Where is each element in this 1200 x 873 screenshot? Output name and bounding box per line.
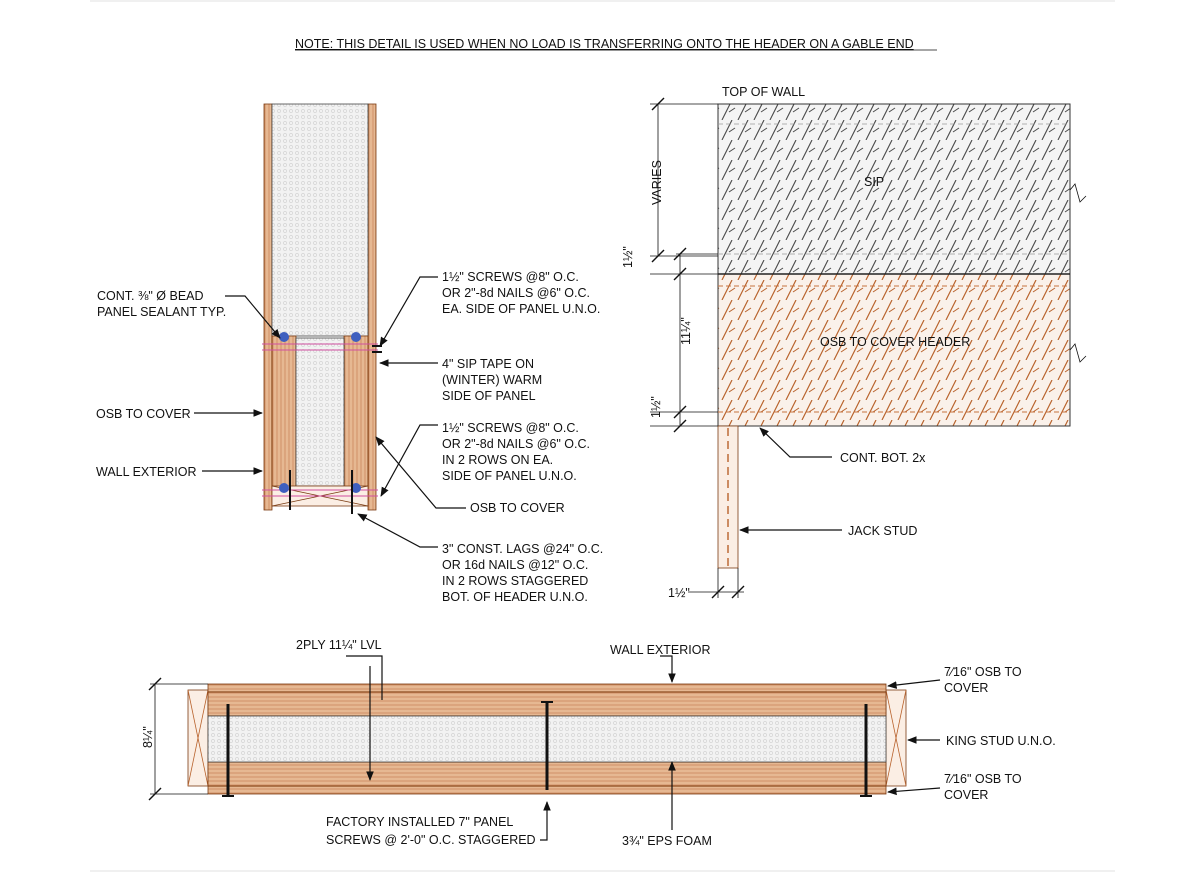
panel-screw-icon bbox=[860, 704, 872, 797]
panel-screws-label-2: SCREWS @ 2'-0" O.C. STAGGERED bbox=[326, 833, 536, 847]
wall-exterior-plan-label: WALL EXTERIOR bbox=[610, 643, 710, 657]
leader-osb-bottom bbox=[887, 787, 941, 796]
osb-bottom-label-2: COVER bbox=[944, 788, 988, 802]
lvl-ply-right bbox=[343, 335, 369, 502]
dim-tick bbox=[673, 419, 687, 433]
king-stud-label: KING STUD U.N.O. bbox=[946, 734, 1056, 748]
sip-tape-label-3: SIDE OF PANEL bbox=[442, 389, 536, 403]
osb-to-cover-left-label: OSB TO COVER bbox=[96, 407, 191, 421]
bead-label-2: PANEL SEALANT TYP. bbox=[97, 305, 226, 319]
lags-label-2: OR 16d NAILS @12" O.C. bbox=[442, 558, 588, 572]
cont-bot-label: CONT. BOT. 2x bbox=[840, 451, 926, 465]
dim-tick bbox=[711, 585, 725, 599]
break-symbol-icon bbox=[1069, 343, 1087, 363]
panel-screw-icon bbox=[541, 701, 553, 790]
dim-tick bbox=[673, 405, 687, 419]
eps-foam-label: 3¾" EPS FOAM bbox=[622, 834, 712, 848]
dim-11-label: 11¼" bbox=[679, 317, 693, 345]
sealant-bead-icon bbox=[351, 332, 361, 342]
osb-header-panel bbox=[717, 273, 1071, 427]
plan-detail: 2PLY 11¼" LVL WALL EXTERIOR 7⁄16" OSB TO… bbox=[141, 638, 1056, 848]
panel-screws-label-1: FACTORY INSTALLED 7" PANEL bbox=[326, 815, 513, 829]
section-detail: CONT. ⅜" Ø BEAD PANEL SEALANT TYP. OSB T… bbox=[96, 103, 603, 604]
dim-tick bbox=[651, 97, 665, 111]
wall-exterior-label: WALL EXTERIOR bbox=[96, 465, 196, 479]
screws-mid-label-3: IN 2 ROWS ON EA. bbox=[442, 453, 553, 467]
osb-to-cover-right-label: OSB TO COVER bbox=[470, 501, 565, 515]
dim-1b-label: 1½" bbox=[649, 396, 663, 418]
king-stud-x bbox=[187, 689, 209, 787]
leader-lvl-2 bbox=[346, 655, 383, 700]
dim-tick bbox=[148, 677, 162, 691]
sip-panel bbox=[717, 103, 1071, 275]
screws-mid-label-1: 1½" SCREWS @8" O.C. bbox=[442, 421, 579, 435]
dim-tick bbox=[731, 585, 745, 599]
lvl-label: 2PLY 11¼" LVL bbox=[296, 638, 382, 652]
leader-wall-exterior-plan bbox=[660, 655, 676, 683]
leader-screws-top bbox=[379, 276, 438, 347]
panel-screw-icon bbox=[222, 704, 234, 797]
sip-tape-label-2: (WINTER) WARM bbox=[442, 373, 542, 387]
leader-bead bbox=[225, 295, 281, 339]
osb-header-label: OSB TO COVER HEADER bbox=[820, 335, 970, 349]
leader-lags bbox=[357, 513, 438, 548]
leader-osb-top bbox=[887, 679, 941, 689]
osb-top-label-2: COVER bbox=[944, 681, 988, 695]
header-foam bbox=[295, 337, 345, 487]
osb-top-label-1: 7⁄16" OSB TO bbox=[944, 665, 1022, 679]
dim-tick bbox=[673, 267, 687, 281]
leader-osb-right bbox=[375, 436, 466, 509]
right-osb-skin bbox=[367, 103, 377, 511]
lvl-ply-left bbox=[271, 335, 297, 502]
top-of-wall-label: TOP OF WALL bbox=[722, 85, 805, 99]
osb-bottom-label-1: 7⁄16" OSB TO bbox=[944, 772, 1022, 786]
note-text: NOTE: THIS DETAIL IS USED WHEN NO LOAD I… bbox=[295, 37, 914, 51]
elevation-detail: TOP OF WALL VARIES 1½" 11¼" 1½" SIP OSB … bbox=[621, 85, 1087, 600]
screws-top-label-3: EA. SIDE OF PANEL U.N.O. bbox=[442, 302, 600, 316]
bead-label-1: CONT. ⅜" Ø BEAD bbox=[97, 289, 204, 303]
jack-stud-label: JACK STUD bbox=[848, 524, 917, 538]
dim-tick bbox=[148, 787, 162, 801]
sealant-bead-icon bbox=[279, 483, 289, 493]
lags-label-3: IN 2 ROWS STAGGERED bbox=[442, 574, 588, 588]
plan-height-label: 8¼" bbox=[141, 726, 155, 748]
sealant-bead-icon bbox=[279, 332, 289, 342]
sealant-bead-icon bbox=[351, 483, 361, 493]
leader-screws-mid bbox=[380, 424, 438, 497]
lags-label-4: BOT. OF HEADER U.N.O. bbox=[442, 590, 588, 604]
dim-tick bbox=[651, 249, 665, 263]
plan-osb-top bbox=[207, 683, 887, 693]
dim-stud-label: 1½" bbox=[668, 586, 690, 600]
varies-label: VARIES bbox=[650, 160, 664, 205]
sip-label: SIP bbox=[864, 175, 884, 189]
break-symbol-icon bbox=[1069, 183, 1087, 203]
leader-cont-bot bbox=[759, 427, 832, 458]
lags-label-1: 3" CONST. LAGS @24" O.C. bbox=[442, 542, 603, 556]
sip-tape-label-1: 4" SIP TAPE ON bbox=[442, 357, 534, 371]
dim-1a-label: 1½" bbox=[621, 246, 635, 268]
left-osb-skin bbox=[263, 103, 273, 511]
screws-top-label-2: OR 2"-8d NAILS @6" O.C. bbox=[442, 286, 590, 300]
leader-panel-screws bbox=[540, 801, 551, 841]
screws-top-label-1: 1½" SCREWS @8" O.C. bbox=[442, 270, 579, 284]
sip-foam-core bbox=[271, 103, 369, 337]
screws-mid-label-2: OR 2"-8d NAILS @6" O.C. bbox=[442, 437, 590, 451]
dim-tick bbox=[673, 247, 687, 261]
king-stud-x bbox=[885, 689, 907, 787]
screws-mid-label-4: SIDE OF PANEL U.N.O. bbox=[442, 469, 577, 483]
